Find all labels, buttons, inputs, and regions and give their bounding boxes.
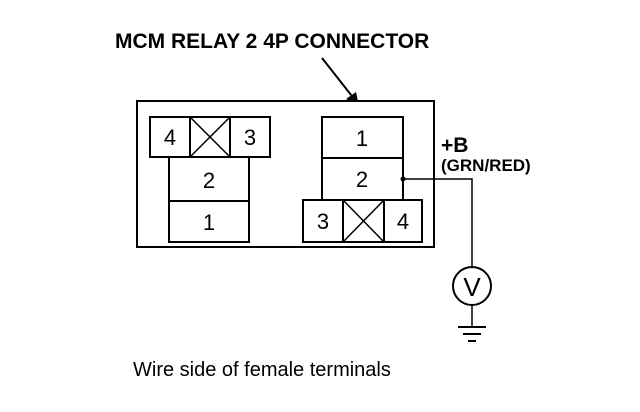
ground-icon bbox=[458, 305, 486, 342]
title-leader-arrow bbox=[321, 57, 359, 106]
right-terminal-block: 1 2 3 4 bbox=[302, 116, 423, 243]
left-terminal-block: 4 3 2 1 bbox=[149, 116, 271, 243]
blank-cross-right-b bbox=[342, 199, 385, 243]
blank-cross-left-b bbox=[189, 116, 231, 158]
voltmeter-symbol: V bbox=[463, 272, 481, 302]
pin-label-2-right: 2 bbox=[356, 167, 368, 192]
diagram-caption: Wire side of female terminals bbox=[133, 359, 391, 381]
pin-label-3-right: 3 bbox=[317, 209, 329, 234]
diagram-title: MCM RELAY 2 4P CONNECTOR bbox=[115, 30, 429, 53]
pin-label-2-left: 2 bbox=[203, 168, 215, 193]
wire-color-label: (GRN/RED) bbox=[441, 156, 531, 175]
terminal-cell-2-right bbox=[321, 157, 404, 201]
terminal-cell-4-left bbox=[149, 116, 191, 158]
terminal-cell-1-right bbox=[321, 116, 404, 159]
probe-wire bbox=[400, 176, 473, 266]
pin-label-1-right: 1 bbox=[356, 126, 368, 151]
pin-label-4-right: 4 bbox=[397, 209, 409, 234]
battery-positive-label: +B bbox=[441, 134, 468, 157]
pin-label-3-left: 3 bbox=[244, 125, 256, 150]
terminal-cell-3-right bbox=[302, 199, 344, 243]
terminal-cell-1-left bbox=[168, 200, 250, 243]
voltmeter-icon: V bbox=[452, 266, 492, 306]
pin-label-4-left: 4 bbox=[164, 125, 176, 150]
terminal-cell-4-right bbox=[383, 199, 423, 243]
pin-label-1-left: 1 bbox=[203, 210, 215, 235]
